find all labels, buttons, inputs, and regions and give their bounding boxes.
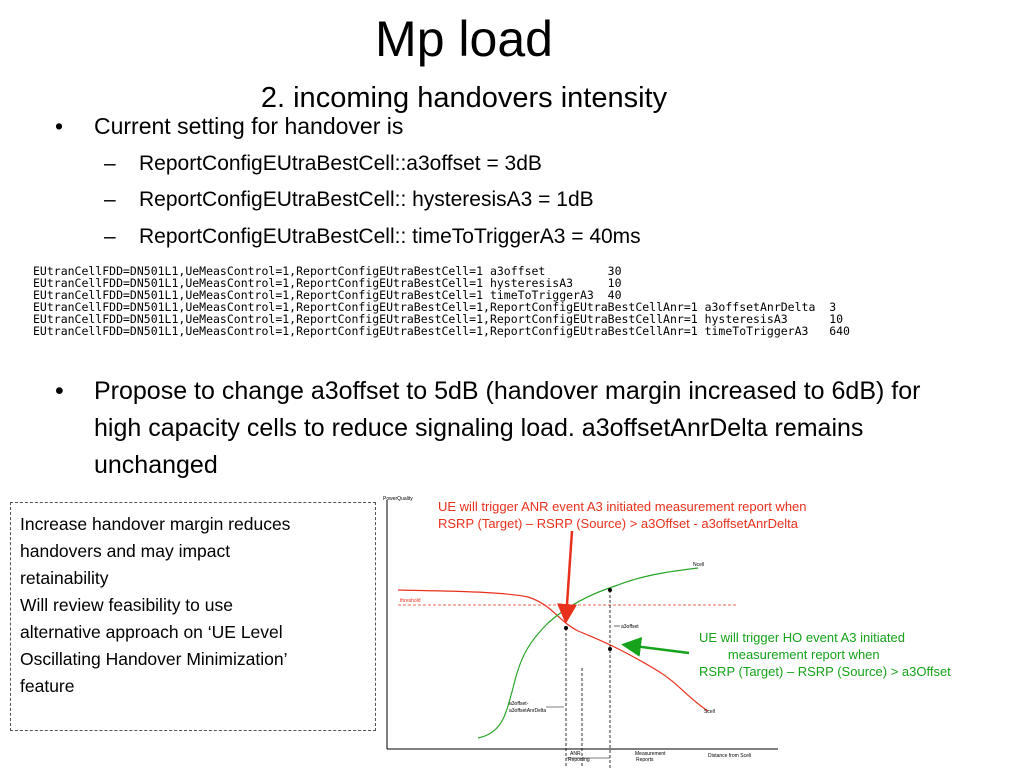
code-line: EUtranCellFDD=DN501L1,UeMeasControl=1,Re… (33, 312, 844, 326)
dash-icon: – (104, 152, 116, 175)
note-line: Will review feasibility to use (20, 595, 233, 615)
handover-diagram-svg: PowerQuality Distance from Sceli thresho… (383, 496, 778, 768)
anr-delta-label: a3offsetAnrDelta (509, 708, 546, 714)
dash-icon: – (104, 188, 116, 211)
annotation-line: UE will trigger HO event A3 initiated (699, 630, 905, 645)
slide-subtitle: 2. incoming handovers intensity (260, 82, 668, 114)
handover-diagram: PowerQuality Distance from Sceli thresho… (378, 493, 1024, 768)
annotation-line: RSRP (Target) – RSRP (Source) > a3Offset (699, 664, 951, 679)
slide-title: Mp load (375, 11, 553, 67)
note-line: handovers and may impact (20, 541, 231, 561)
measurement-reports-label: Reports (636, 757, 654, 763)
sub-bullet-text: ReportConfigEUtraBestCell:: timeToTrigge… (139, 225, 641, 248)
code-line: EUtranCellFDD=DN501L1,UeMeasControl=1,Re… (33, 324, 850, 338)
bullet-text: Current setting for handover is (94, 113, 404, 139)
red-arrow-icon (557, 530, 577, 624)
ho-trigger-point (608, 647, 612, 651)
ncell-label: Ncell (693, 562, 704, 568)
note-box: Increase handover margin reduces handove… (10, 502, 376, 731)
ho-annotation: UE will trigger HO event A3 initiated me… (699, 629, 951, 680)
anr-delta-label: a3offset- (509, 701, 529, 707)
parameter-dump: EUtranCellFDD=DN501L1,UeMeasControl=1,Re… (33, 265, 850, 337)
bullet-text: Propose to change a3offset to 5dB (hando… (94, 377, 921, 479)
measurement-reports-label: Measurement (635, 751, 666, 757)
annotation-line: measurement report when (699, 647, 880, 662)
note-line: retainability (20, 568, 109, 588)
threshold-label: threshold (400, 598, 421, 604)
y-axis-label: PowerQuality (383, 496, 413, 502)
code-line: EUtranCellFDD=DN501L1,UeMeasControl=1,Re… (33, 288, 622, 302)
scell-label: Scell (704, 709, 715, 715)
anr-reporting-label: ANR (570, 751, 581, 757)
anr-annotation: UE will trigger ANR event A3 initiated m… (438, 498, 807, 532)
note-line: Oscillating Handover Minimization’ (20, 649, 288, 669)
ncell-curve (477, 567, 699, 739)
anr-reporting-label: Reporting (568, 757, 590, 763)
note-line: alternative approach on ‘UE Level (20, 622, 283, 642)
green-arrow-icon (621, 636, 690, 657)
note-line: feature (20, 676, 75, 696)
scell-curve (397, 589, 709, 712)
sub-bullet-text: ReportConfigEUtraBestCell::a3offset = 3d… (139, 152, 542, 175)
code-line: EUtranCellFDD=DN501L1,UeMeasControl=1,Re… (33, 264, 622, 278)
annotation-line: UE will trigger ANR event A3 initiated m… (438, 499, 807, 514)
sub-bullet-text: ReportConfigEUtraBestCell:: hysteresisA3… (139, 188, 594, 211)
annotation-line: RSRP (Target) – RSRP (Source) > a3Offset… (438, 516, 798, 531)
code-line: EUtranCellFDD=DN501L1,UeMeasControl=1,Re… (33, 276, 622, 290)
a3offset-label: a3offset (621, 624, 639, 630)
bullet-dot-icon: • (55, 113, 64, 139)
bullet-dot-icon: • (55, 377, 64, 405)
code-line: EUtranCellFDD=DN501L1,UeMeasControl=1,Re… (33, 300, 837, 314)
note-line: Increase handover margin reduces (20, 514, 291, 534)
dash-icon: – (104, 225, 116, 248)
x-axis-label: Distance from Sceli (708, 753, 751, 759)
